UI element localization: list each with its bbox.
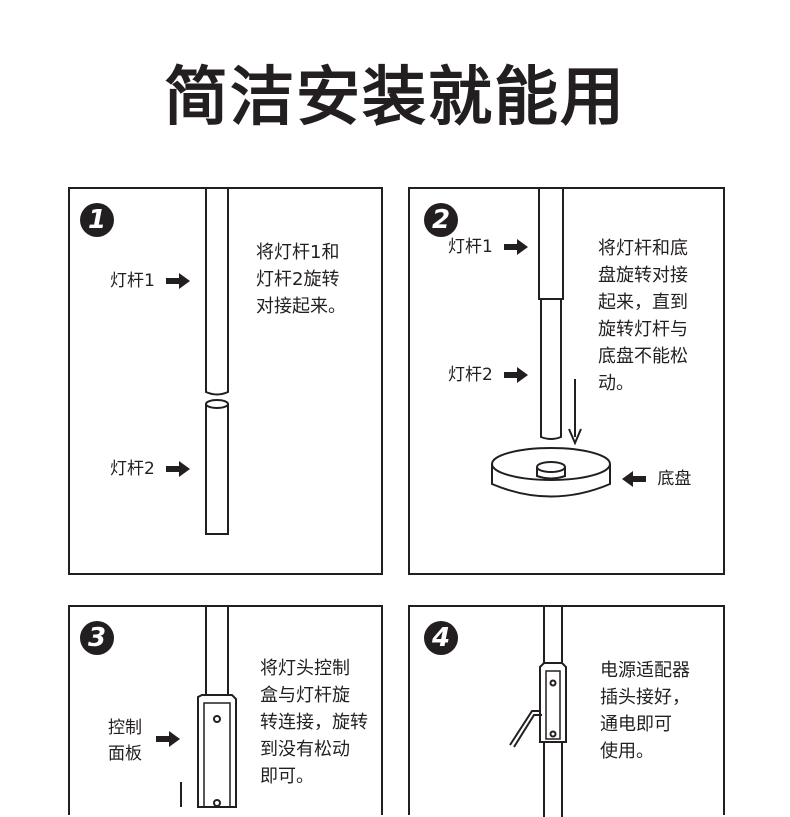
step-number-badge: 2 bbox=[424, 203, 458, 237]
right-arrow-icon bbox=[156, 731, 180, 747]
step-4-illustration bbox=[509, 607, 567, 817]
right-arrow-icon bbox=[166, 273, 191, 289]
step-1-illustration bbox=[205, 189, 229, 535]
right-arrow-icon bbox=[504, 367, 529, 383]
step-4-panel: 4 电源适配器 插头接好， 通电即可 使用。 bbox=[408, 605, 725, 817]
step-number-badge: 3 bbox=[80, 621, 114, 655]
step-1-description: 将灯杆1和 灯杆2旋转 对接起来。 bbox=[256, 242, 346, 317]
step-2-illustration bbox=[491, 189, 611, 498]
step-number-badge: 1 bbox=[80, 203, 114, 237]
page-title: 简洁安装就能用 bbox=[164, 61, 626, 135]
step-2-panel: 2 将灯杆和底 盘旋转对接 起来，直到 旋转灯杆与 底盘不能松 动。 灯杆1 灯… bbox=[408, 187, 725, 575]
step-2-description: 将灯杆和底 盘旋转对接 起来，直到 旋转灯杆与 底盘不能松 动。 bbox=[598, 238, 688, 394]
pole-1-label: 灯杆1 bbox=[448, 235, 529, 259]
step-4-description: 电源适配器 插头接好， 通电即可 使用。 bbox=[600, 660, 690, 762]
right-arrow-icon bbox=[166, 461, 191, 477]
base-label: 底盘 bbox=[622, 467, 691, 491]
step-1-panel: 1 将灯杆1和 灯杆2旋转 对接起来。 灯杆1 灯杆2 bbox=[68, 187, 383, 575]
step-3-description: 将灯头控制 盒与灯杆旋 转连接，旋转 到没有松动 即可。 bbox=[260, 658, 368, 787]
pole-2-label: 灯杆2 bbox=[448, 363, 529, 387]
step-3-panel: 3 将灯头控制 盒与灯杆旋 转连接，旋转 到没有松动 即可。 控制 面板 bbox=[68, 605, 383, 815]
step-number-badge: 4 bbox=[424, 621, 458, 655]
pole-2-label: 灯杆2 bbox=[110, 457, 191, 481]
left-arrow-icon bbox=[622, 471, 646, 487]
pole-1-label: 灯杆1 bbox=[110, 269, 191, 293]
right-arrow-icon bbox=[504, 239, 529, 255]
control-panel-label: 控制 面板 bbox=[108, 718, 142, 764]
